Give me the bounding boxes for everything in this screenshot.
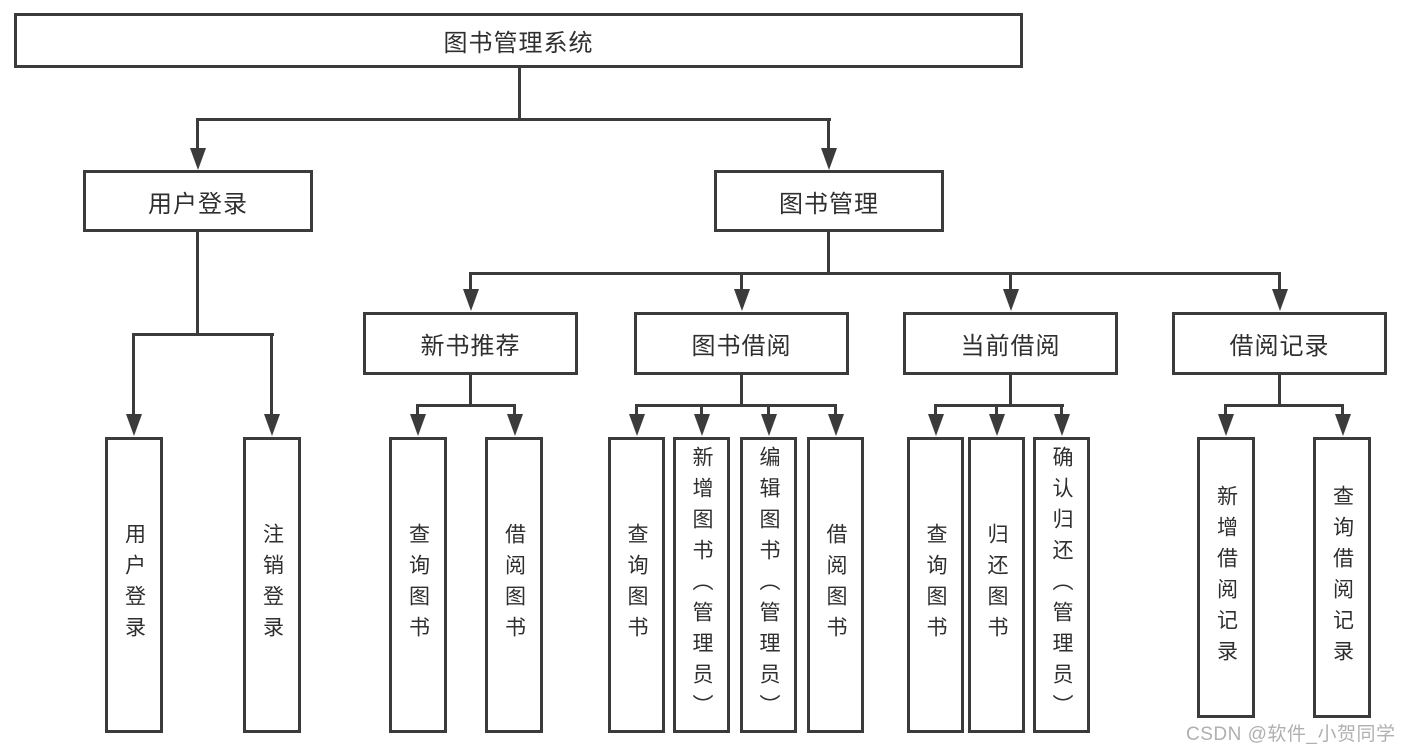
node-current-borrow: 当前借阅 xyxy=(903,312,1118,375)
node-new-book-recommend: 新书推荐 xyxy=(363,312,578,375)
arrow-down-borrow-c3 xyxy=(761,414,777,436)
arrow-down-current xyxy=(1003,289,1019,311)
node-label: 查询借阅记录 xyxy=(1330,484,1354,671)
node-label: 借阅记录 xyxy=(1229,333,1330,360)
node-label: 图书管理 xyxy=(779,190,879,218)
node-label: 编辑图书（管理员） xyxy=(757,445,780,725)
connector-records-trunk xyxy=(1278,375,1281,407)
arrow-down-borrow xyxy=(734,289,750,311)
connector-recommend-c1-drop xyxy=(416,404,419,422)
arrow-down-mgmt xyxy=(821,148,837,170)
node-label: 新增图书（管理员） xyxy=(690,445,713,725)
arrow-down-current-c3 xyxy=(1054,414,1070,436)
connector-login-child1-drop xyxy=(132,333,135,415)
node-label: 借阅图书 xyxy=(824,523,847,647)
connector-recommend-drop xyxy=(469,272,472,292)
arrow-down-records xyxy=(1272,289,1288,311)
arrow-down-login-child2 xyxy=(264,414,280,436)
connector-current-c1-drop xyxy=(934,404,937,422)
connector-mgmt-trunk xyxy=(827,232,830,275)
connector-root-trunk xyxy=(518,68,521,119)
connector-current-drop xyxy=(1009,272,1012,292)
leaf-add-book-admin: 新增图书（管理员） xyxy=(673,437,730,733)
arrow-down-borrow-c2 xyxy=(694,414,710,436)
leaf-logout: 注销登录 xyxy=(243,437,301,733)
connector-borrow-trunk xyxy=(740,375,743,407)
node-label: 查询图书 xyxy=(924,523,947,647)
node-user-login: 用户登录 xyxy=(83,170,313,232)
node-label: 新增借阅记录 xyxy=(1214,484,1238,671)
leaf-recommend-query-book: 查询图书 xyxy=(389,437,447,733)
node-library-system: 图书管理系统 xyxy=(14,13,1023,68)
connector-borrow-drop xyxy=(740,272,743,292)
connector-login-drop xyxy=(196,118,199,150)
arrow-down-login-child1 xyxy=(126,414,142,436)
connector-records-split xyxy=(1224,404,1344,407)
arrow-down-current-c1 xyxy=(928,414,944,436)
node-label: 用户登录 xyxy=(122,523,146,647)
connector-mgmt-drop xyxy=(827,118,830,150)
arrow-down-recommend-c2 xyxy=(507,414,523,436)
node-book-borrow: 图书借阅 xyxy=(634,312,849,375)
connector-mgmt-split xyxy=(469,272,1281,275)
connector-root-split xyxy=(196,118,831,121)
leaf-add-borrow-record: 新增借阅记录 xyxy=(1197,437,1255,718)
leaf-current-query-book: 查询图书 xyxy=(907,437,964,733)
node-label: 查询图书 xyxy=(406,523,430,647)
node-label: 查询图书 xyxy=(625,523,648,647)
connector-current-c2-drop xyxy=(995,404,998,422)
connector-login-split xyxy=(132,333,274,336)
node-label: 新书推荐 xyxy=(420,333,521,360)
node-label: 确认归还（管理员） xyxy=(1050,445,1073,725)
connector-current-split xyxy=(934,404,1064,407)
arrow-down-recommend-c1 xyxy=(410,414,426,436)
leaf-borrow-book: 借阅图书 xyxy=(807,437,864,733)
node-label: 图书借阅 xyxy=(691,333,792,360)
node-label: 归还图书 xyxy=(985,523,1008,647)
arrow-down-borrow-c4 xyxy=(828,414,844,436)
leaf-recommend-borrow-book: 借阅图书 xyxy=(485,437,543,733)
connector-recommend-c2-drop xyxy=(513,404,516,422)
node-borrow-records: 借阅记录 xyxy=(1172,312,1387,375)
node-label: 当前借阅 xyxy=(960,333,1061,360)
connector-borrow-c4-drop xyxy=(834,404,837,422)
leaf-query-borrow-record: 查询借阅记录 xyxy=(1313,437,1371,718)
connector-borrow-c2-drop xyxy=(700,404,703,422)
csdn-watermark: CSDN @软件_小贺同学 xyxy=(1186,724,1396,745)
connector-login-trunk xyxy=(196,232,199,335)
connector-recommend-split xyxy=(416,404,516,407)
connector-recommend-trunk xyxy=(469,375,472,407)
node-book-management: 图书管理 xyxy=(714,170,944,232)
node-label: 用户登录 xyxy=(148,190,248,218)
connector-records-c1-drop xyxy=(1224,404,1227,422)
connector-login-child2-drop xyxy=(270,333,273,415)
leaf-confirm-return-admin: 确认归还（管理员） xyxy=(1033,437,1090,733)
connector-borrow-c3-drop xyxy=(767,404,770,422)
arrow-down-login xyxy=(190,148,206,170)
leaf-borrow-query-book: 查询图书 xyxy=(608,437,665,733)
arrow-down-current-c2 xyxy=(989,414,1005,436)
leaf-return-book: 归还图书 xyxy=(968,437,1025,733)
leaf-edit-book-admin: 编辑图书（管理员） xyxy=(740,437,797,733)
connector-borrow-split xyxy=(635,404,837,407)
node-label: 图书管理系统 xyxy=(443,30,594,57)
arrow-down-records-c1 xyxy=(1218,414,1234,436)
node-label: 注销登录 xyxy=(260,523,284,647)
connector-records-drop xyxy=(1278,272,1281,292)
node-label: 借阅图书 xyxy=(502,523,526,647)
arrow-down-records-c2 xyxy=(1335,414,1351,436)
connector-current-c3-drop xyxy=(1060,404,1063,422)
arrow-down-recommend xyxy=(463,289,479,311)
connector-current-trunk xyxy=(1009,375,1012,407)
connector-borrow-c1-drop xyxy=(635,404,638,422)
leaf-user-login: 用户登录 xyxy=(105,437,163,733)
arrow-down-borrow-c1 xyxy=(629,414,645,436)
connector-records-c2-drop xyxy=(1341,404,1344,422)
